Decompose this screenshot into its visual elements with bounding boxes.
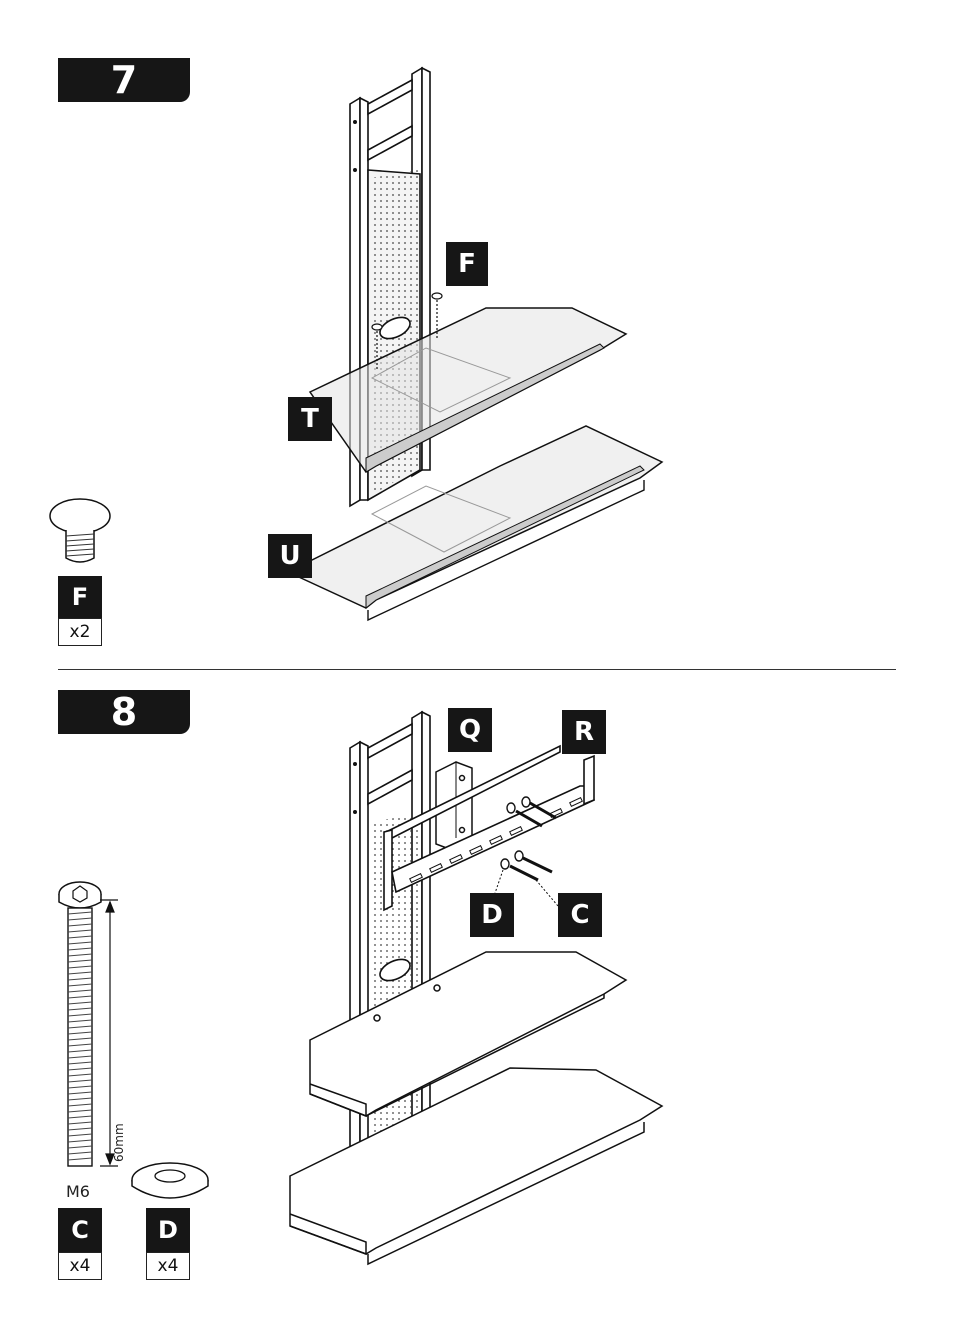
callout-c: C [558,893,602,937]
bolt-c-size: M6 [66,1182,90,1201]
part-c-quantity: x4 [58,1252,102,1280]
callout-r: R [562,710,606,754]
part-c-label: C [58,1208,102,1252]
callout-d: D [470,893,514,937]
callout-q: Q [448,708,492,752]
washer-d-icon [132,1163,208,1198]
bolt-c-length: 60mm [112,1123,126,1162]
part-d-quantity: x4 [146,1252,190,1280]
part-d-label: D [146,1208,190,1252]
